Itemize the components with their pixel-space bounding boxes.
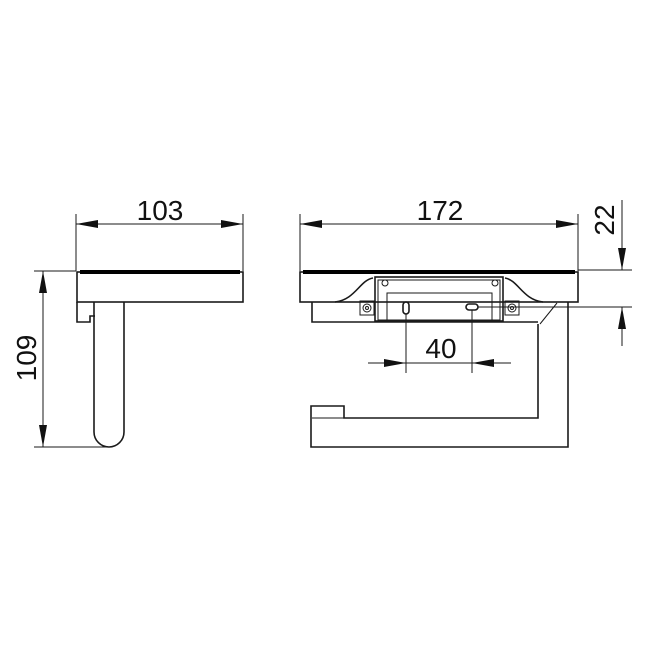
roll-arm-side xyxy=(93,302,125,448)
slot-horizontal xyxy=(465,303,479,311)
slot-vertical xyxy=(402,301,410,315)
plate-underside-curves xyxy=(334,277,544,303)
dimension-109: 109 xyxy=(11,335,42,382)
side-view: 103 109 xyxy=(11,195,244,448)
mounting-bracket xyxy=(374,276,504,322)
dimension-103: 103 xyxy=(137,195,184,226)
wall-mount-side xyxy=(76,302,95,323)
front-view: 172 40 22 xyxy=(299,195,632,448)
screw-right xyxy=(504,300,520,316)
dimension-40: 40 xyxy=(425,333,456,364)
dimension-22: 22 xyxy=(589,204,620,235)
dimension-172: 172 xyxy=(417,195,464,226)
screw-left xyxy=(359,300,375,316)
shelf-plate-side xyxy=(76,271,244,303)
roll-arm-front xyxy=(310,302,569,448)
